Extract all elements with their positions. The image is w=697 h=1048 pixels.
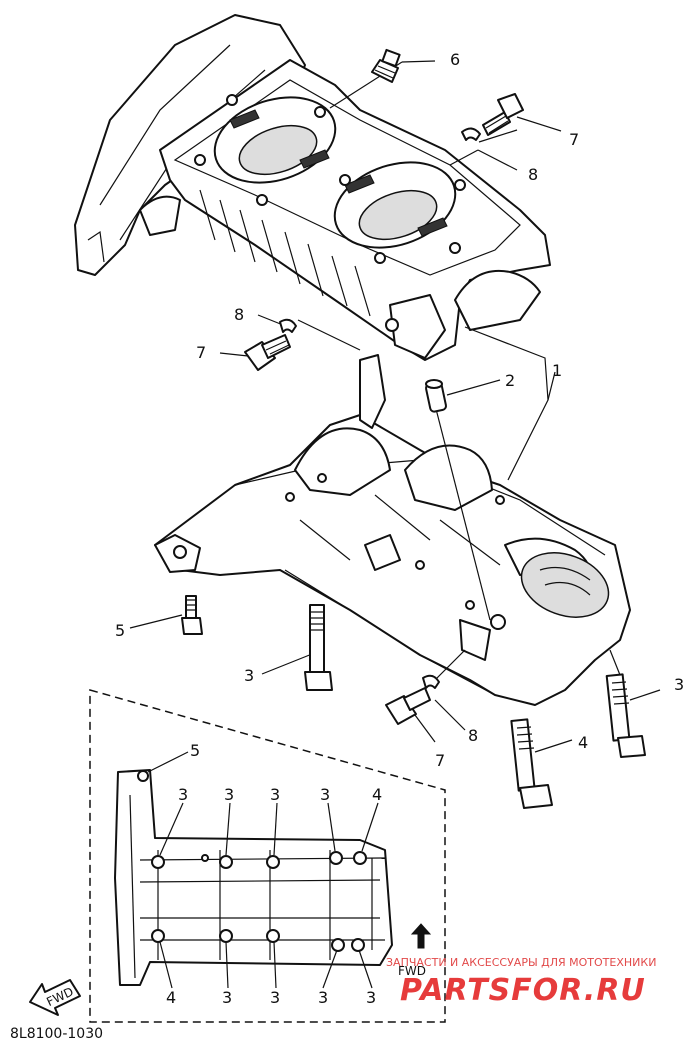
stud-part-6 — [371, 48, 401, 83]
inset-callout-4: 4 — [372, 785, 382, 804]
inset-callout-3: 3 — [224, 785, 234, 804]
bolt-part-3-right — [605, 673, 646, 758]
upper-crankcase — [74, 14, 551, 361]
watermark: ЗАПЧАСТИ И АКСЕССУАРЫ ДЛЯ МОТОТЕХНИКИ PA… — [386, 956, 656, 1008]
washer-part-8-top — [461, 127, 481, 141]
fwd-arrow: FWD — [29, 979, 81, 1016]
lower-crankcase — [154, 354, 631, 706]
callout-4: 4 — [578, 733, 588, 752]
inset-bolt-pattern — [89, 689, 446, 1023]
washer-part-8-lower — [422, 674, 440, 689]
callout-1: 1 — [552, 361, 562, 380]
callout-8: 8 — [234, 305, 244, 324]
callout-7: 7 — [569, 130, 579, 149]
bolt-part-3-middle — [304, 604, 333, 691]
inset-callout-3: 3 — [178, 785, 188, 804]
callout-2: 2 — [505, 371, 515, 390]
watermark-tagline: ЗАПЧАСТИ И АКСЕССУАРЫ ДЛЯ МОТОТЕХНИКИ — [386, 956, 656, 969]
inset-callout-3: 3 — [222, 988, 232, 1007]
leader-lines — [129, 60, 661, 753]
bolt-part-4 — [510, 718, 553, 809]
diagram-code: 8L8100-1030 — [10, 1026, 103, 1042]
callout-8: 8 — [528, 165, 538, 184]
inset-fwd-label: FWD — [398, 964, 426, 978]
inset-callout-3: 3 — [270, 785, 280, 804]
dowel-part-2 — [425, 379, 447, 413]
callout-6: 6 — [450, 50, 460, 69]
bolt-part-5 — [181, 595, 203, 635]
callout-numbers: 6 7 8 8 7 2 1 5 3 3 8 7 4 5 3 3 3 3 4 4 … — [115, 50, 684, 1007]
inset-callout-3: 3 — [320, 785, 330, 804]
watermark-brand: PARTSFOR.RU — [400, 973, 646, 1008]
callout-5: 5 — [115, 621, 125, 640]
washer-part-8-left — [279, 318, 297, 333]
bolt-part-7-top — [482, 93, 524, 136]
bolt-part-7-lower — [385, 687, 431, 725]
callout-3: 3 — [674, 675, 684, 694]
inset-callout-3: 3 — [270, 988, 280, 1007]
bolt-part-7-left — [244, 334, 291, 371]
callout-8: 8 — [468, 726, 478, 745]
inset-callout-4: 4 — [166, 988, 176, 1007]
inset-callout-3: 3 — [366, 988, 376, 1007]
callout-3: 3 — [244, 666, 254, 685]
inset-callout-3: 3 — [318, 988, 328, 1007]
callout-5: 5 — [190, 741, 200, 760]
callout-7: 7 — [196, 343, 206, 362]
callout-7: 7 — [435, 751, 445, 770]
